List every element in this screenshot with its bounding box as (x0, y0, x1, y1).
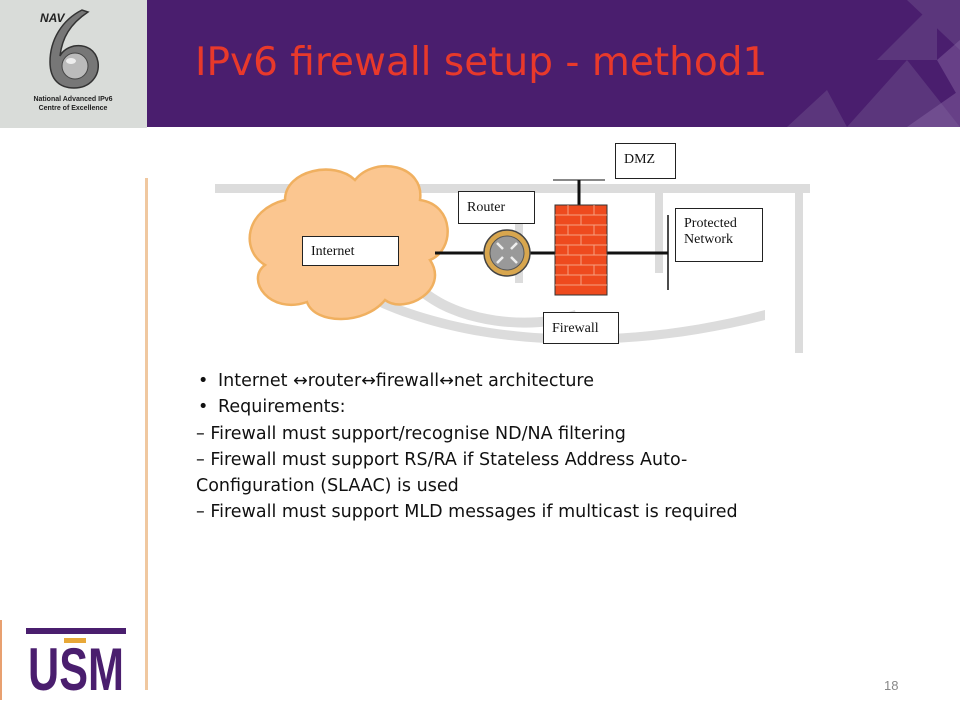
banner-pattern (787, 0, 960, 127)
protected-label-line2: Network (684, 232, 733, 248)
internet-label: Internet (302, 236, 399, 266)
page-number: 18 (884, 678, 899, 693)
requirement-rs-ra: – Firewall must support RS/RA if Statele… (196, 449, 688, 496)
nav-logo-subtitle-1: National Advanced IPv6 (33, 96, 112, 103)
slide-content: Internet ↔router↔firewall↔net architectu… (196, 368, 796, 526)
left-accent-line (145, 178, 148, 690)
protected-network-label: Protected Network (675, 208, 763, 262)
nav-logo-subtitle-2: Centre of Excellence (39, 105, 108, 112)
slide-title: IPv6 firewall setup - method1 (195, 40, 768, 85)
network-diagram: Internet Router DMZ Protected Network Fi… (215, 140, 815, 355)
bullet-architecture: Internet ↔router↔firewall↔net architectu… (196, 368, 796, 395)
firewall-label: Firewall (543, 312, 619, 344)
nav-logo-text: NAV (40, 11, 65, 25)
usm-logo-text: USM (28, 636, 124, 694)
usm-logo: USM (26, 628, 126, 703)
router-icon (483, 229, 531, 277)
requirement-nd-na: – Firewall must support/recognise ND/NA … (196, 423, 626, 444)
firewall-icon (554, 204, 608, 296)
left-edge-line (0, 620, 2, 700)
protected-label-line1: Protected (684, 216, 737, 231)
title-banner: IPv6 firewall setup - method1 (147, 0, 960, 127)
nav6-logo: NAV National Advanced IPv6 Centre of Exc… (0, 0, 147, 128)
requirement-mld: – Firewall must support MLD messages if … (196, 502, 738, 523)
bullet-requirements: Requirements: (196, 394, 796, 421)
router-label: Router (458, 191, 535, 224)
dmz-label: DMZ (615, 143, 676, 179)
